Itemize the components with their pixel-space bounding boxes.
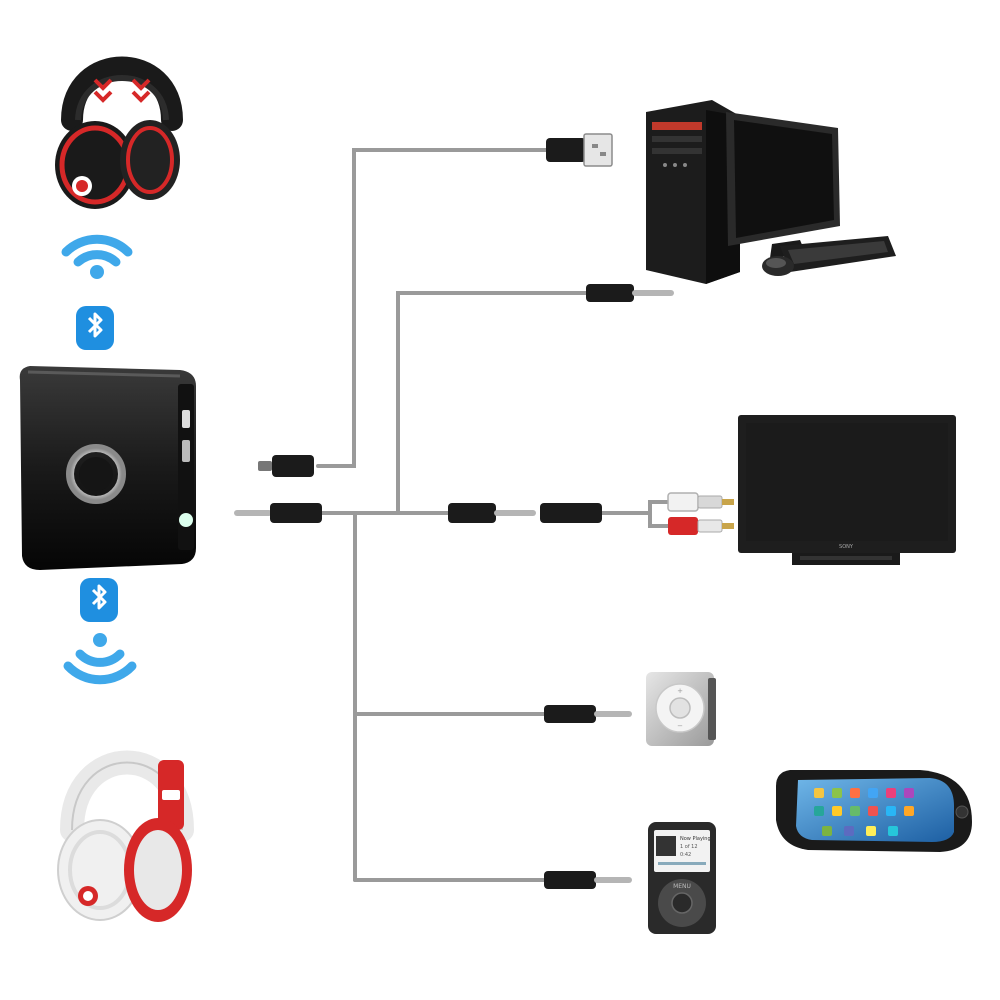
aux-tv-cable-line [600, 500, 670, 528]
white-red-headphones-icon [57, 750, 194, 922]
music-player-classic-icon: Now Playing 1 of 12 0:42 MENU [648, 822, 716, 934]
svg-text:+: + [677, 687, 683, 695]
bluetooth-transmitter-receiver-icon [19, 366, 197, 570]
usb-a-plug-icon [546, 133, 613, 167]
micro-usb-plug-icon [258, 455, 314, 477]
aux-plug-computer-icon [586, 284, 674, 302]
aux-computer-cable-line [396, 291, 588, 515]
black-red-headphones-icon [55, 56, 183, 209]
desktop-computer-icon [646, 100, 896, 284]
bluetooth-icon [80, 578, 118, 622]
rca-white-plug-icon [667, 492, 734, 512]
svg-text:−: − [677, 722, 683, 730]
wifi-signal-icon [61, 234, 133, 279]
television-icon: SONY [738, 415, 956, 565]
rca-red-plug-icon [668, 517, 734, 535]
cable-lines [316, 148, 670, 882]
aux-plug-transmitter-icon [234, 503, 322, 523]
cable-connectors [234, 133, 734, 889]
smartphone-icon [776, 770, 972, 852]
svg-text:MENU: MENU [673, 883, 691, 890]
usb-cable-line [316, 148, 550, 468]
aux-plug-shuffle-icon [544, 705, 632, 723]
music-player-shuffle-icon: + − [646, 672, 716, 746]
wifi-signal-icon [63, 633, 137, 685]
classic-screen-line-2: 1 of 12 [680, 844, 698, 850]
aux-inline-adapter-icon [448, 503, 602, 523]
classic-screen-line-3: 0:42 [680, 852, 691, 858]
classic-screen-line-1: Now Playing [680, 836, 711, 842]
bluetooth-icon [76, 306, 114, 350]
tv-brand-label: SONY [839, 544, 854, 550]
aux-plug-classic-icon [544, 871, 632, 889]
